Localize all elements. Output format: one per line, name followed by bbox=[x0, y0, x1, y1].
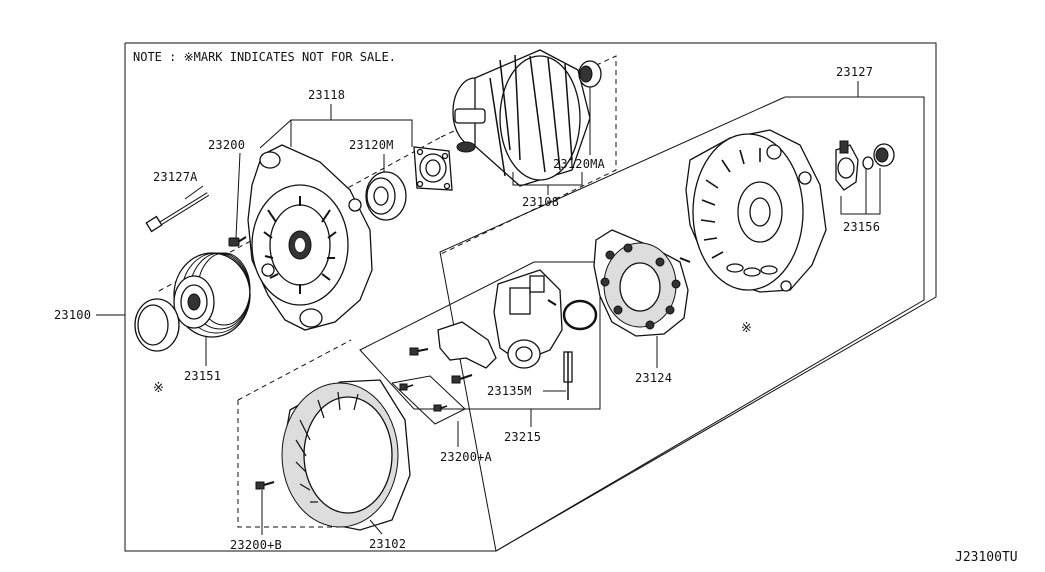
snap-ring-part bbox=[562, 299, 598, 331]
label-23100: 23100 bbox=[54, 308, 91, 322]
label-23215: 23215 bbox=[504, 430, 541, 444]
terminal-cap-part bbox=[873, 143, 895, 167]
leader-23118-b bbox=[259, 119, 292, 149]
label-23127A: 23127A bbox=[153, 170, 198, 184]
label-23135M: 23135M bbox=[487, 384, 532, 398]
screw-23200A-b bbox=[433, 404, 448, 412]
rotor-part bbox=[452, 49, 591, 187]
label-23127: 23127 bbox=[836, 65, 873, 79]
regulator-screw-b bbox=[451, 374, 473, 384]
stator-part bbox=[281, 379, 411, 531]
retainer-plate-part bbox=[413, 146, 453, 191]
brush-part bbox=[563, 351, 573, 400]
regulator-part bbox=[493, 269, 563, 369]
bracket-23156 bbox=[840, 168, 881, 215]
label-23200B: 23200+B bbox=[230, 538, 282, 552]
regulator-screw-a bbox=[409, 347, 429, 356]
label-23120MA: 23120MA bbox=[553, 157, 606, 171]
label-23102: 23102 bbox=[369, 537, 406, 551]
diagram-code: J23100TU bbox=[955, 550, 1018, 565]
pulley-part bbox=[173, 252, 251, 338]
regulator-box bbox=[359, 261, 601, 410]
stator-dash-box bbox=[237, 400, 340, 528]
label-23108: 23108 bbox=[522, 195, 559, 209]
rear-housing-part bbox=[685, 129, 827, 293]
stator-dash-top bbox=[237, 339, 352, 401]
through-bolt-part bbox=[145, 192, 210, 233]
rectifier-part bbox=[593, 229, 691, 337]
rear-box-right bbox=[495, 96, 925, 552]
label-23200A: 23200+A bbox=[440, 450, 493, 464]
bracket-23200A bbox=[391, 375, 466, 425]
asterisk-washer: ※ bbox=[153, 381, 164, 396]
label-23151: 23151 bbox=[184, 369, 221, 383]
label-23120M: 23120M bbox=[349, 138, 394, 152]
frame-border bbox=[124, 42, 937, 552]
front-washer-part bbox=[134, 298, 180, 352]
bracket-23118 bbox=[290, 119, 413, 147]
note-text: NOTE : ※MARK INDICATES NOT FOR SALE. bbox=[133, 50, 396, 64]
label-23118: 23118 bbox=[308, 88, 345, 102]
bearing-23120MA-part bbox=[578, 60, 602, 88]
terminal-bolt-part bbox=[835, 140, 859, 191]
label-23124: 23124 bbox=[635, 371, 672, 385]
bearing-23120M-part bbox=[365, 171, 407, 221]
regulator-bracket-part bbox=[437, 321, 497, 369]
label-23156: 23156 bbox=[843, 220, 880, 234]
leader-23127A bbox=[184, 185, 204, 200]
screw-23200-part bbox=[228, 236, 247, 247]
leader-23102 bbox=[369, 519, 383, 535]
rear-box-left bbox=[439, 96, 786, 552]
screw-23200A-a bbox=[399, 383, 414, 391]
screw-23200B-part bbox=[255, 481, 275, 490]
label-23200: 23200 bbox=[208, 138, 245, 152]
leader-23200 bbox=[235, 152, 241, 239]
front-housing-part bbox=[247, 144, 373, 331]
asterisk-rear-housing: ※ bbox=[741, 321, 752, 336]
terminal-nut-part bbox=[862, 156, 874, 170]
